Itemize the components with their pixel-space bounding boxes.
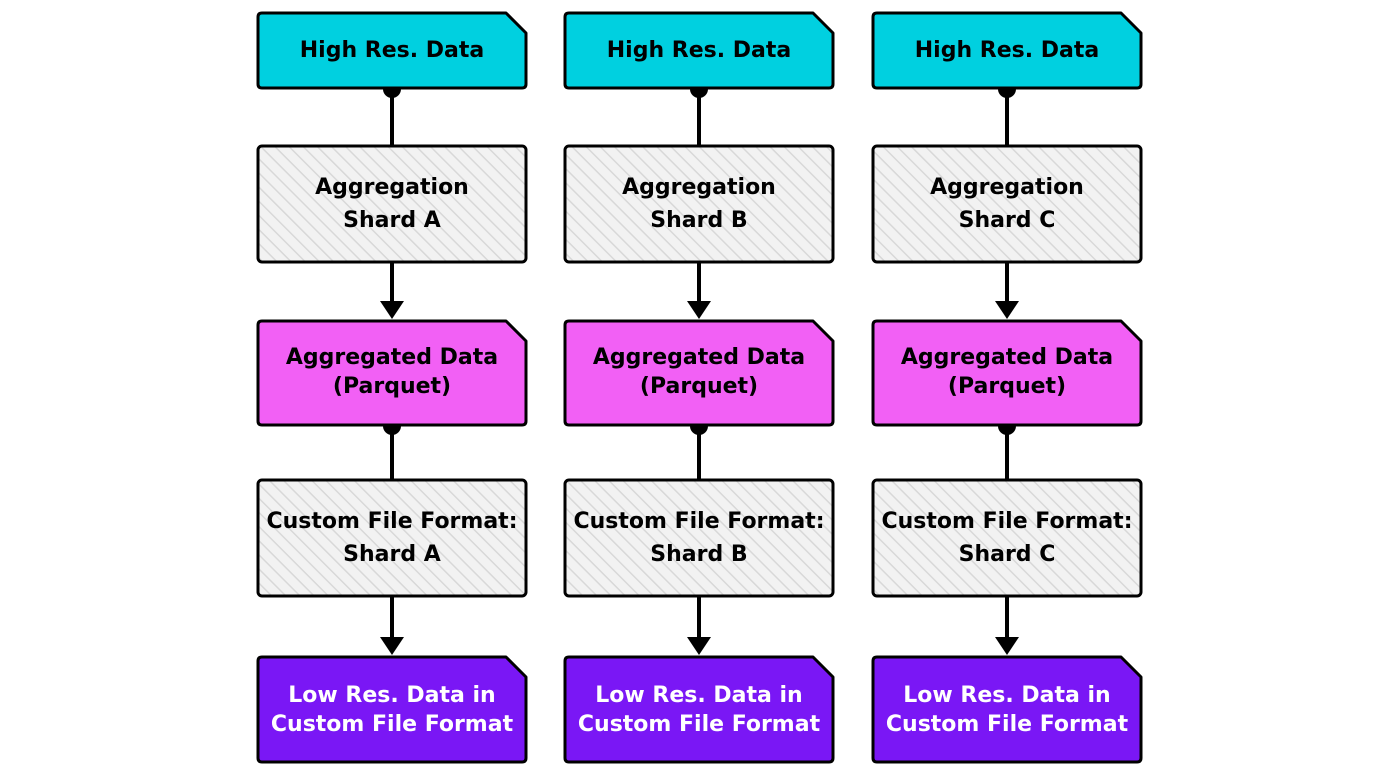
output-node-shard-c: Low Res. Data in Custom File Format	[871, 655, 1143, 764]
aggregated-box	[563, 319, 835, 427]
arrow-head	[995, 301, 1019, 319]
aggregation-label-line: Aggregation	[315, 175, 469, 200]
aggregation-label-line: Shard A	[343, 208, 441, 233]
format-label-line: Shard B	[650, 542, 747, 567]
aggregation-box	[563, 144, 835, 264]
output-label-line: Low Res. Data in	[903, 683, 1110, 708]
output-node-shard-a: Low Res. Data in Custom File Format	[256, 655, 528, 764]
output-box	[871, 655, 1143, 764]
source-box	[256, 11, 528, 90]
aggregated-box	[256, 319, 528, 427]
format-label-line: Custom File Format:	[267, 509, 518, 534]
output-label-line: Custom File Format	[271, 712, 514, 737]
aggregation-label-line: Shard B	[650, 208, 747, 233]
output-label-line: Custom File Format	[578, 712, 821, 737]
output-box	[563, 655, 835, 764]
aggregated-node-shard-a: Aggregated Data (Parquet)	[256, 319, 528, 427]
aggregation-label-line: Aggregation	[930, 175, 1084, 200]
format-label-line: Shard C	[959, 542, 1056, 567]
arrow-head	[380, 637, 404, 655]
output-box	[256, 655, 528, 764]
format-label-line: Shard A	[343, 542, 441, 567]
format-node-shard-c: Custom File Format: Shard C	[871, 478, 1143, 598]
format-node-shard-a: Custom File Format: Shard A	[256, 478, 528, 598]
format-box	[871, 478, 1143, 598]
aggregation-label-line: Aggregation	[622, 175, 776, 200]
source-box	[563, 11, 835, 90]
aggregated-label-line: Aggregated Data	[286, 345, 498, 370]
aggregated-node-shard-c: Aggregated Data (Parquet)	[871, 319, 1143, 427]
format-node-shard-b: Custom File Format: Shard B	[563, 478, 835, 598]
aggregation-box	[256, 144, 528, 264]
arrow-head	[380, 301, 404, 319]
format-box	[563, 478, 835, 598]
output-label-line: Custom File Format	[886, 712, 1129, 737]
aggregation-label-line: Shard C	[959, 208, 1056, 233]
source-label-line: High Res. Data	[915, 38, 1099, 63]
aggregated-label-line: (Parquet)	[948, 374, 1066, 399]
source-node-shard-b: High Res. Data	[563, 11, 835, 90]
arrow-head	[995, 637, 1019, 655]
arrow-head	[687, 301, 711, 319]
aggregated-label-line: Aggregated Data	[901, 345, 1113, 370]
aggregated-label-line: Aggregated Data	[593, 345, 805, 370]
source-label-line: High Res. Data	[300, 38, 484, 63]
aggregated-label-line: (Parquet)	[333, 374, 451, 399]
source-box	[871, 11, 1143, 90]
aggregation-box	[871, 144, 1143, 264]
source-node-shard-c: High Res. Data	[871, 11, 1143, 90]
format-label-line: Custom File Format:	[574, 509, 825, 534]
aggregated-label-line: (Parquet)	[640, 374, 758, 399]
arrow-head	[687, 637, 711, 655]
source-label-line: High Res. Data	[607, 38, 791, 63]
output-label-line: Low Res. Data in	[595, 683, 802, 708]
format-label-line: Custom File Format:	[882, 509, 1133, 534]
source-node-shard-a: High Res. Data	[256, 11, 528, 90]
format-box	[256, 478, 528, 598]
aggregated-box	[871, 319, 1143, 427]
output-node-shard-b: Low Res. Data in Custom File Format	[563, 655, 835, 764]
output-label-line: Low Res. Data in	[288, 683, 495, 708]
aggregated-node-shard-b: Aggregated Data (Parquet)	[563, 319, 835, 427]
